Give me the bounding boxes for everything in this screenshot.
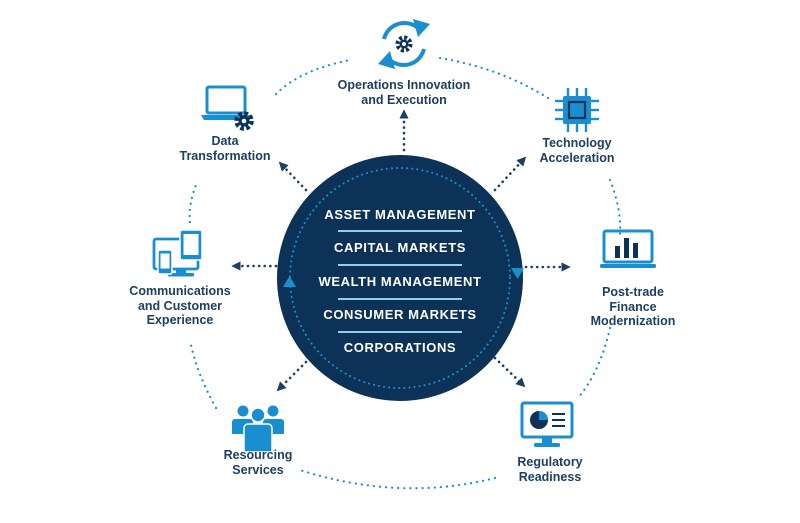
sector-separator	[338, 264, 462, 266]
arrow-to-data	[278, 161, 308, 192]
ring-arrow-left-icon	[283, 276, 296, 287]
outer-dotted-ring	[188, 56, 622, 490]
sector-corporations: CORPORATIONS	[343, 340, 457, 355]
sector-separator	[338, 298, 462, 300]
sector-separator	[338, 230, 462, 232]
ring-arrow-right-icon	[511, 268, 524, 279]
bar-chart-monitor-icon	[600, 229, 656, 268]
gear-cycle-icon	[378, 19, 430, 69]
sector-asset-management: ASSET MANAGEMENT	[324, 207, 476, 222]
laptop-gear-icon	[201, 85, 254, 131]
sector-separator	[338, 331, 462, 333]
arrow-to-regulatory	[493, 356, 526, 388]
microchip-icon	[555, 88, 599, 132]
arrow-to-technology	[493, 156, 527, 192]
center-disk	[277, 155, 523, 401]
sector-capital-markets: CAPITAL MARKETS	[333, 240, 467, 255]
devices-icon	[152, 229, 203, 277]
sector-wealth-management: WEALTH MANAGEMENT	[318, 274, 482, 289]
people-group-icon	[232, 405, 284, 453]
arrow-to-resourcing	[276, 360, 308, 392]
radial-arrows	[231, 109, 571, 392]
center-inner-dotted-ring	[289, 167, 511, 389]
sector-consumer-markets: CONSUMER MARKETS	[323, 307, 477, 322]
pie-chart-monitor-icon	[520, 401, 574, 447]
